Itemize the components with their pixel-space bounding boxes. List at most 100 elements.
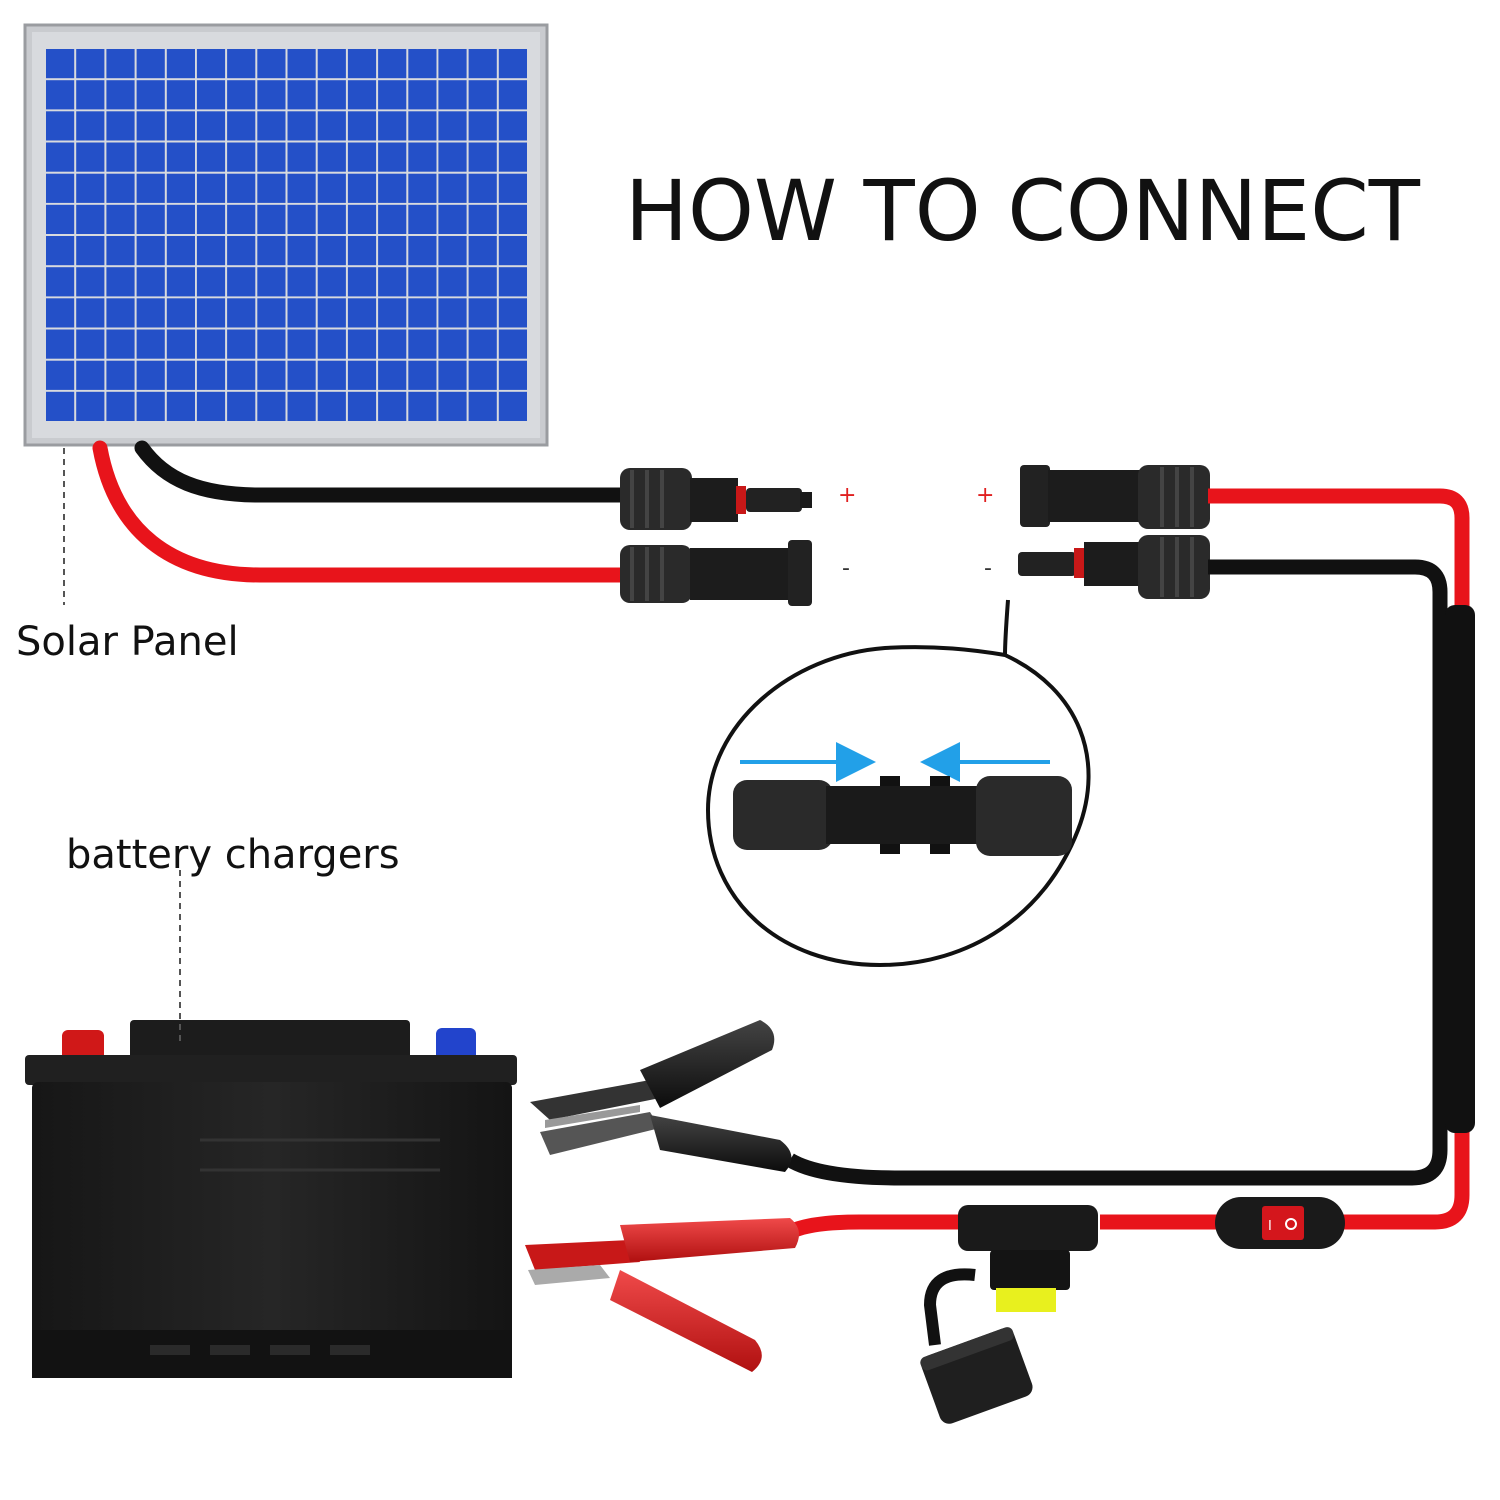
svg-text:I: I: [1268, 1219, 1272, 1234]
panel-cell: [438, 111, 467, 141]
panel-cell: [136, 142, 165, 172]
panel-cell: [106, 391, 135, 421]
panel-cell: [196, 80, 226, 110]
panel-cell: [287, 236, 316, 266]
panel-cell: [106, 236, 135, 266]
panel-cell: [166, 142, 195, 172]
panel-cell: [136, 111, 165, 141]
panel-cell: [438, 360, 467, 390]
panel-cell: [498, 391, 527, 421]
panel-cell: [136, 236, 165, 266]
panel-cell: [438, 80, 467, 110]
panel-cell: [46, 329, 75, 359]
panel-cell: [46, 391, 75, 421]
panel-cell: [76, 142, 105, 172]
panel-cell: [347, 111, 377, 141]
mc4-connector-left-bottom: [620, 540, 812, 606]
panel-cell: [136, 360, 165, 390]
panel-cell: [287, 142, 316, 172]
panel-cell: [257, 236, 286, 266]
panel-cell: [408, 267, 437, 297]
mc4-connector-right-bottom: [1018, 535, 1210, 599]
panel-cell: [46, 173, 75, 203]
panel-cell: [46, 298, 75, 328]
panel-cell: [166, 111, 195, 141]
panel-cell: [378, 111, 407, 141]
panel-cell: [136, 80, 165, 110]
panel-cell: [136, 267, 165, 297]
panel-cell: [46, 80, 75, 110]
panel-cell: [46, 360, 75, 390]
panel-cell: [196, 391, 226, 421]
panel-cell: [438, 236, 467, 266]
panel-cell: [378, 391, 407, 421]
panel-cell: [317, 391, 346, 421]
right-red-wire: [1208, 488, 1470, 1230]
panel-cell: [378, 142, 407, 172]
panel-cell: [317, 173, 346, 203]
panel-cell: [408, 80, 437, 110]
panel-cell: [257, 391, 286, 421]
left-plus-mark: +: [838, 483, 856, 508]
panel-cell: [227, 360, 256, 390]
panel-cell: [347, 80, 377, 110]
panel-cell: [257, 204, 286, 234]
panel-cell: [76, 360, 105, 390]
panel-cell: [468, 298, 497, 328]
panel-cell: [468, 360, 497, 390]
panel-cell: [498, 298, 527, 328]
panel-cell: [136, 173, 165, 203]
panel-cell: [166, 204, 195, 234]
panel-cell: [257, 80, 286, 110]
panel-cell: [347, 49, 377, 79]
panel-cell: [196, 204, 226, 234]
panel-cell: [166, 267, 195, 297]
mc4-connector-right-top: [1020, 465, 1210, 529]
mc4-connector-left-top: [620, 468, 812, 530]
panel-cell: [76, 391, 105, 421]
panel-cell: [227, 391, 256, 421]
panel-cell: [196, 267, 226, 297]
panel-cell: [408, 142, 437, 172]
panel-cell: [498, 267, 527, 297]
panel-cell: [106, 49, 135, 79]
panel-cell: [106, 204, 135, 234]
panel-cell: [196, 360, 226, 390]
black-alligator-clip-icon: [530, 1020, 792, 1172]
panel-cell: [408, 360, 437, 390]
panel-cell: [468, 111, 497, 141]
panel-cell: [468, 142, 497, 172]
panel-cell: [227, 204, 256, 234]
panel-cell: [347, 204, 377, 234]
panel-cell: [378, 360, 407, 390]
panel-cell: [227, 80, 256, 110]
panel-cell: [76, 204, 105, 234]
panel-cell: [408, 111, 437, 141]
panel-cell: [468, 80, 497, 110]
panel-cell: [166, 49, 195, 79]
battery-icon: [25, 1020, 517, 1378]
panel-cell: [196, 298, 226, 328]
panel-cell: [347, 360, 377, 390]
panel-cell: [287, 204, 316, 234]
panel-cell: [468, 236, 497, 266]
panel-cell: [438, 173, 467, 203]
panel-cell: [166, 360, 195, 390]
panel-cell: [106, 267, 135, 297]
panel-cell: [46, 236, 75, 266]
panel-black-wire: [134, 440, 638, 503]
panel-cell: [498, 329, 527, 359]
rocker-switch-icon: I: [1215, 1197, 1345, 1249]
panel-cell: [76, 267, 105, 297]
panel-cell: [76, 80, 105, 110]
panel-cell: [378, 329, 407, 359]
panel-cell: [408, 49, 437, 79]
panel-cell: [106, 298, 135, 328]
fuse-red-wire: [786, 1214, 960, 1239]
panel-cell: [408, 329, 437, 359]
panel-cell: [136, 49, 165, 79]
panel-cell: [347, 142, 377, 172]
panel-cell: [317, 204, 346, 234]
panel-cell: [76, 49, 105, 79]
panel-cell: [498, 80, 527, 110]
